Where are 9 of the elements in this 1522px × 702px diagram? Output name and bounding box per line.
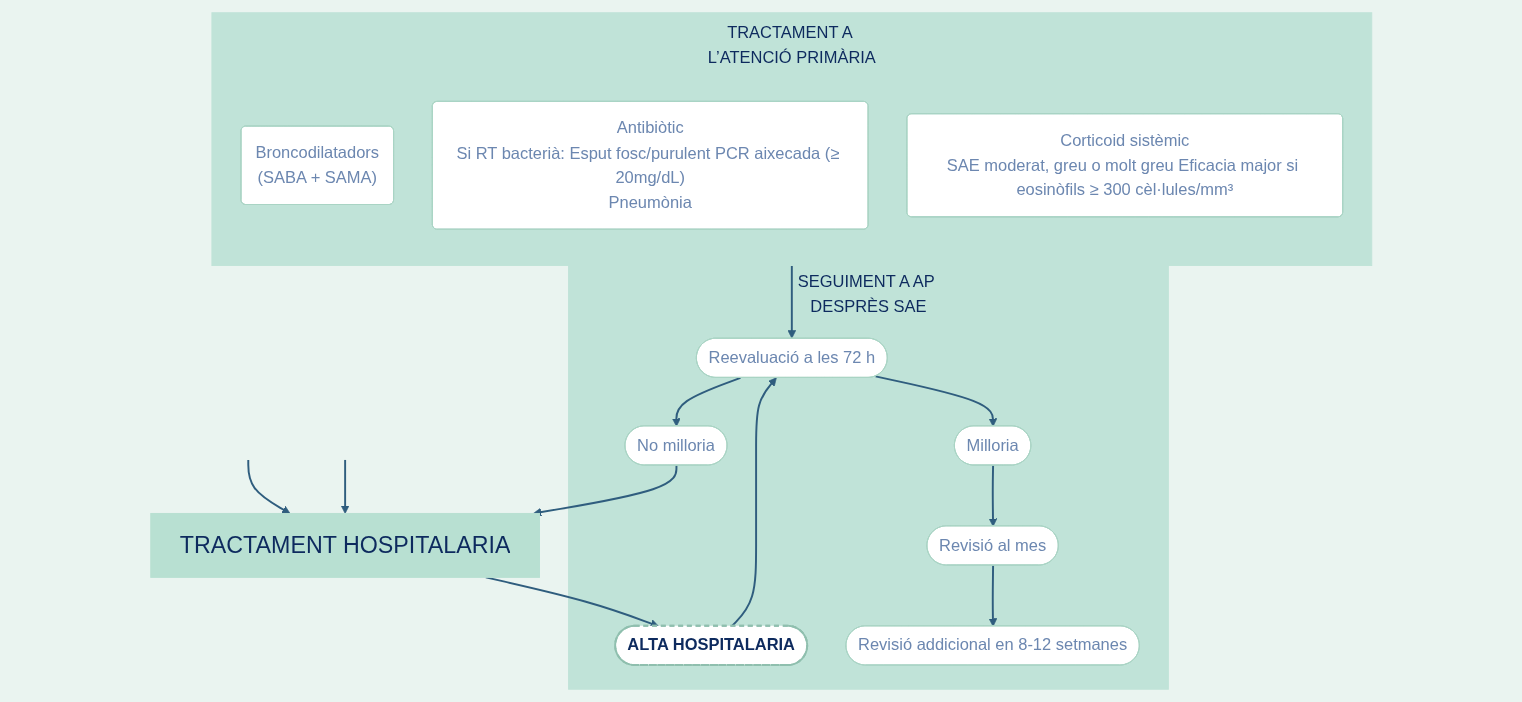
arrow: [340, 458, 350, 514]
node-box: TRACTAMENT HOSPITALARIA: [150, 512, 540, 578]
arrow: [671, 376, 742, 427]
arrow: [874, 375, 997, 427]
arrow: [247, 458, 291, 514]
arrow: [532, 464, 678, 517]
arrow: [988, 464, 997, 527]
arrow: [988, 564, 997, 627]
arrow: [787, 264, 796, 339]
